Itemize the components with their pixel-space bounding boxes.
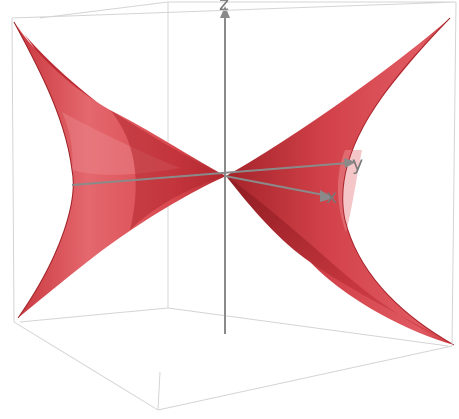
box-edge (11, 17, 15, 323)
box-edge (11, 1, 457, 19)
y-axis-label: y (352, 153, 363, 175)
x-axis-label: x (326, 186, 337, 208)
surface-left-rim (13, 21, 74, 319)
x-axis-line (224, 175, 325, 196)
y-axis-arrow (344, 158, 356, 168)
box-edge (19, 307, 169, 323)
box-edge (39, 1, 169, 19)
z-axis-arrow (220, 6, 230, 18)
y-axis-line (71, 162, 349, 186)
box-edge (157, 371, 161, 411)
z-axis-label: z (219, 0, 229, 15)
surface-right-rim (342, 17, 455, 346)
box-edge (167, 307, 449, 347)
x-axis-arrow (320, 190, 334, 202)
surface-left-fold (110, 110, 226, 230)
axes-group: z y x (71, 0, 363, 334)
box-edge (13, 321, 159, 411)
box-edge (157, 345, 453, 411)
surface-right-sheet (226, 17, 455, 346)
surface-left-outer (14, 22, 226, 318)
bounding-box-front (11, 1, 457, 411)
box-edge (451, 1, 457, 347)
surface-left-sheet (13, 21, 226, 319)
